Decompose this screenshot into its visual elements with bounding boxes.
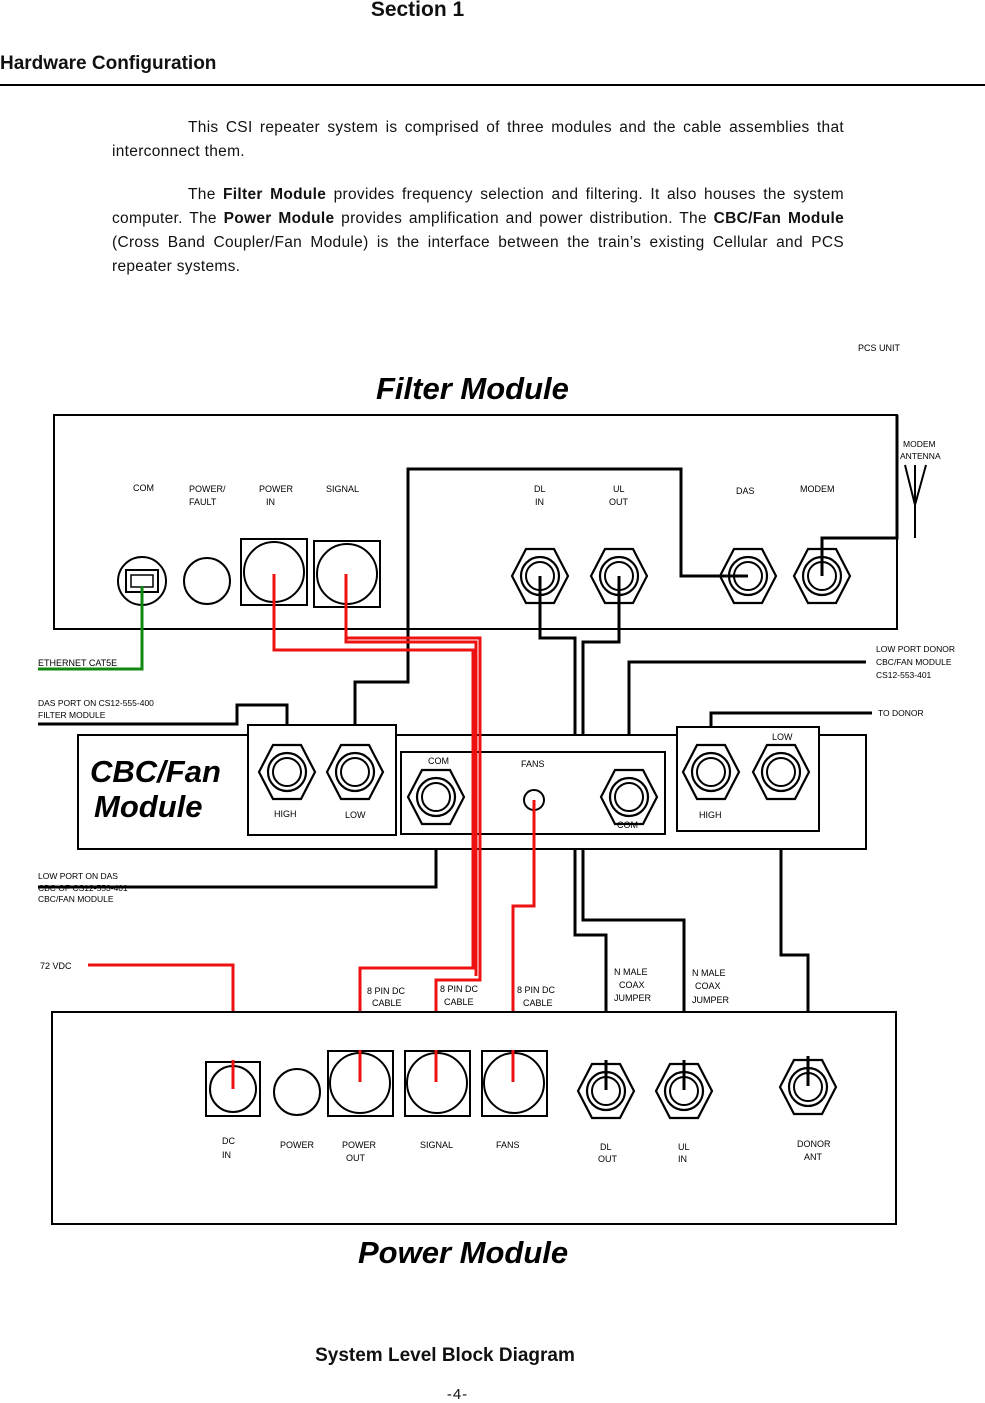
cable-3-label-1: 8 PIN DC [517,985,556,995]
signal-dc-cable-inner [344,574,478,976]
ethernet-label: ETHERNET CAT5E [38,658,117,668]
low-port-donor-label-3: CS12-553-401 [876,670,932,680]
cbc-module-title-2: Module [94,789,203,824]
low-port-donor-label-1: LOW PORT DONOR [876,644,955,654]
cable-3-label-2: CABLE [523,998,553,1008]
antenna-icon [904,464,927,538]
jumper-1-label-1: N MALE [614,967,648,977]
pm-donor-ant-label-2: ANT [804,1152,823,1162]
title-rule [0,84,985,86]
pm-ul-in-label-2: IN [678,1154,687,1164]
power-in-dc-cable [272,574,475,1082]
power-module-term: Power Module [223,210,335,227]
signal-low-cable [353,467,748,772]
fans-dc-cable [511,800,536,1082]
pm-ul-in-label-1: UL [678,1142,690,1152]
cbc-com-top-label: COM [428,756,449,766]
pm-dc-in-label-1: DC [222,1136,235,1146]
pm-dc-in-label-2: IN [222,1150,231,1160]
low-port-donor-label-2: CBC/FAN MODULE [876,657,952,667]
cbc-module-term: CBC/Fan Module [713,210,844,227]
fm-signal-label: SIGNAL [326,484,359,494]
cbc-high-left-label: HIGH [274,809,297,819]
cable-1-label-1: 8 PIN DC [367,986,406,996]
jumper-2-label-2: COAX [695,981,721,991]
jumper-2-label-1: N MALE [692,968,726,978]
pm-dl-out-label-2: OUT [598,1154,618,1164]
power-module-box [51,1011,897,1225]
cbc-high-right-label: HIGH [699,810,722,820]
fm-power-fault-label-1: POWER/ [189,484,226,494]
low-port-das-label-3: CBC/FAN MODULE [38,894,114,904]
fm-power-fault-label-2: FAULT [189,497,217,507]
cbc-low-left-label: LOW [345,810,366,820]
modules-text-2: provides frequency selection and filteri… [112,186,844,227]
intro-paragraph: This CSI repeater system is comprised of… [112,116,844,164]
fm-dl-in-label-2: IN [535,497,544,507]
filter-module-box [53,414,898,630]
modem-antenna-cable [820,415,899,576]
page-title: Hardware Configuration [0,53,217,74]
pm-power-label: POWER [280,1140,315,1150]
modules-text-4: (Cross Band Coupler/Fan Module) is the i… [112,234,844,275]
cbc-fans-label: FANS [521,759,545,769]
vdc-label: 72 VDC [40,961,72,971]
pm-donor-ant-label-1: DONOR [797,1139,831,1149]
section-heading: Section 1 [370,0,465,21]
ethernet-cable [38,586,144,671]
cbc-module-title-1: CBC/Fan [90,754,221,789]
pcs-unit-label: PCS UNIT [858,343,901,353]
fm-power-in-label-1: POWER [259,484,294,494]
filter-module-title: Filter Module [376,371,569,406]
intro-text: This CSI repeater system is comprised of… [112,119,844,160]
pm-fans-label: FANS [496,1140,520,1150]
pm-signal-label: SIGNAL [420,1140,453,1150]
jumper-1-label-2: COAX [619,980,645,990]
cable-2-label-2: CABLE [444,997,474,1007]
das-port-label-2: FILTER MODULE [38,710,106,720]
modules-text-1: The [188,186,224,203]
low-port-das-label-2: CBC OF CS12-553-401 [38,883,128,893]
figure-caption: System Level Block Diagram [315,1345,575,1366]
fm-ul-out-label-1: UL [613,484,625,494]
fm-das-label: DAS [736,486,755,496]
pm-power-led-icon [273,1068,321,1116]
pm-power-out-label-2: OUT [346,1153,366,1163]
filter-module-term: Filter Module [223,186,327,203]
fm-modem-label: MODEM [800,484,835,494]
pm-power-out-label-1: POWER [342,1140,377,1150]
power-module-title: Power Module [358,1235,568,1270]
jumper-1-label-3: JUMPER [614,993,652,1003]
modules-paragraph: The Filter Module provides frequency sel… [112,183,844,279]
cable-2-label-1: 8 PIN DC [440,984,479,994]
das-port-label-1: DAS PORT ON CS12-555-400 [38,698,154,708]
modules-text-3: provides amplification and power distrib… [334,210,714,227]
to-donor-label: TO DONOR [878,708,924,718]
fm-power-fault-led-icon [183,557,231,605]
fm-ul-out-label-2: OUT [609,497,629,507]
fm-dl-in-label-1: DL [534,484,546,494]
pm-dl-out-label-1: DL [600,1142,612,1152]
modem-antenna-label-1: MODEM [903,439,936,449]
page-number: -4- [446,1386,469,1403]
cbc-com-bottom-label: COM [617,820,638,830]
fm-com-label: COM [133,483,154,493]
cbc-low-right-label: LOW [772,732,793,742]
system-block-diagram: PCS UNIT Filter Module COM POWER/ FAULT … [38,343,955,1270]
low-port-das-label-1: LOW PORT ON DAS [38,871,118,881]
fm-power-in-label-2: IN [266,497,275,507]
jumper-2-label-3: JUMPER [692,995,730,1005]
modem-antenna-label-2: ANTENNA [900,451,941,461]
cable-1-label-2: CABLE [372,998,402,1008]
